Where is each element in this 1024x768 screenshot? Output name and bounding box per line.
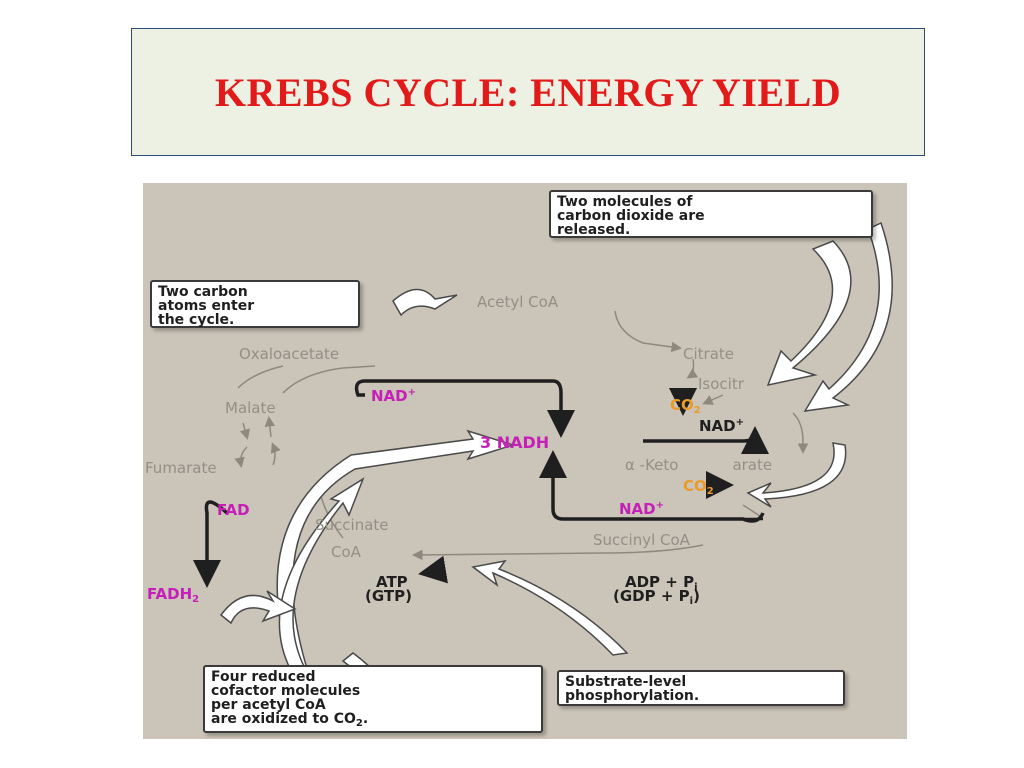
label-malate: Malate [225,399,276,417]
label-coa: CoA [331,543,361,561]
callout-substrate-line-1: Substrate-level [565,674,687,690]
co2-lower-subscript: 2 [706,486,714,497]
label-gdp: (GDP + Pi) [613,589,700,607]
callout-co2-line-2: carbon dioxide are [557,208,705,224]
callout-carbons-line-2: atoms enter [158,298,255,314]
callout-substrate-level: Substrate-level phosphorylation. [557,670,845,706]
krebs-cycle-figure: Two molecules of carbon dioxide are rele… [143,183,907,739]
cofactor-paths [193,379,769,588]
callout-cofactors-co2-subscript: 2 [355,718,363,729]
label-3-nadh: 3 NADH [480,433,550,452]
gdp-text: (GDP + P [613,587,690,605]
callout-cofactors-line-2: cofactor molecules [211,683,361,699]
callout-substrate-line-2: phosphorylation. [565,688,700,704]
label-nad-left: NAD+ [371,388,416,404]
gdp-subscript: i [689,596,694,607]
label-nad-lower: NAD+ [619,501,664,517]
label-co2-upper: CO2 [670,398,701,416]
slide-title: KREBS CYCLE: ENERGY YIELD [214,69,842,115]
label-acetyl-coa: Acetyl CoA [477,293,559,311]
fadh-subscript: 2 [192,594,200,605]
label-atp: ATP [376,573,408,591]
label-gtp: (GTP) [365,587,412,605]
callout-co2-released: Two molecules of carbon dioxide are rele… [549,190,873,238]
co2-upper-text: CO [670,396,694,414]
label-citrate: Citrate [683,345,734,363]
adp-subscript: i [694,582,698,593]
nad-lower-text: NAD [619,500,656,518]
nad-left-text: NAD [371,387,408,405]
callout-carbons-line-1: Two carbon [158,284,248,300]
callout-cofactors-line-4: are oxidized to CO2. [211,712,535,731]
label-oxaloacetate: Oxaloacetate [239,345,340,363]
label-isocitrate: Isocitr [698,375,744,393]
co2-upper-subscript: 2 [693,405,701,416]
callout-cofactors-line-3: per acetyl CoA [211,697,326,713]
label-alpha-keto-end: arate [732,456,773,474]
co2-lower-text: CO [683,477,707,495]
label-fadh2: FADH2 [147,587,199,605]
title-box: KREBS CYCLE: ENERGY YIELD [131,28,925,156]
callout-reduced-cofactors: Four reduced cofactor molecules per acet… [203,665,543,733]
callout-carbons-enter: Two carbon atoms enter the cycle. [150,280,360,328]
label-fad: FAD [217,501,250,519]
callout-cofactors-line-4-text: are oxidized to CO [211,711,356,727]
nad-right-text: NAD [699,417,736,435]
cycle-diagram-graphics [193,221,893,716]
label-fumarate: Fumarate [145,459,217,477]
label-alpha-keto-start: α -Keto [625,456,679,474]
label-succinyl-coa: Succinyl CoA [593,531,690,549]
nad-right-superscript: + [735,417,745,428]
nad-lower-superscript: + [655,500,665,511]
callout-co2-line-3: released. [557,222,631,238]
callout-carbons-line-3: the cycle. [158,312,235,328]
label-adp: ADP + Pi [625,575,698,593]
label-succinate: Succinate [315,516,389,534]
label-nad-right: NAD+ [699,418,744,434]
callout-cofactors-line-1: Four reduced [211,669,316,685]
label-co2-lower: CO2 [683,479,714,497]
callout-cofactors-period: . [362,711,369,727]
callout-co2-line-1: Two molecules of [557,194,693,210]
fadh-text: FADH [147,585,193,603]
gdp-close: ) [693,587,700,605]
nad-left-superscript: + [407,387,417,398]
adp-text: ADP + P [625,573,695,591]
label-alpha-ketoglutarate: α -Keto arate [625,458,772,473]
